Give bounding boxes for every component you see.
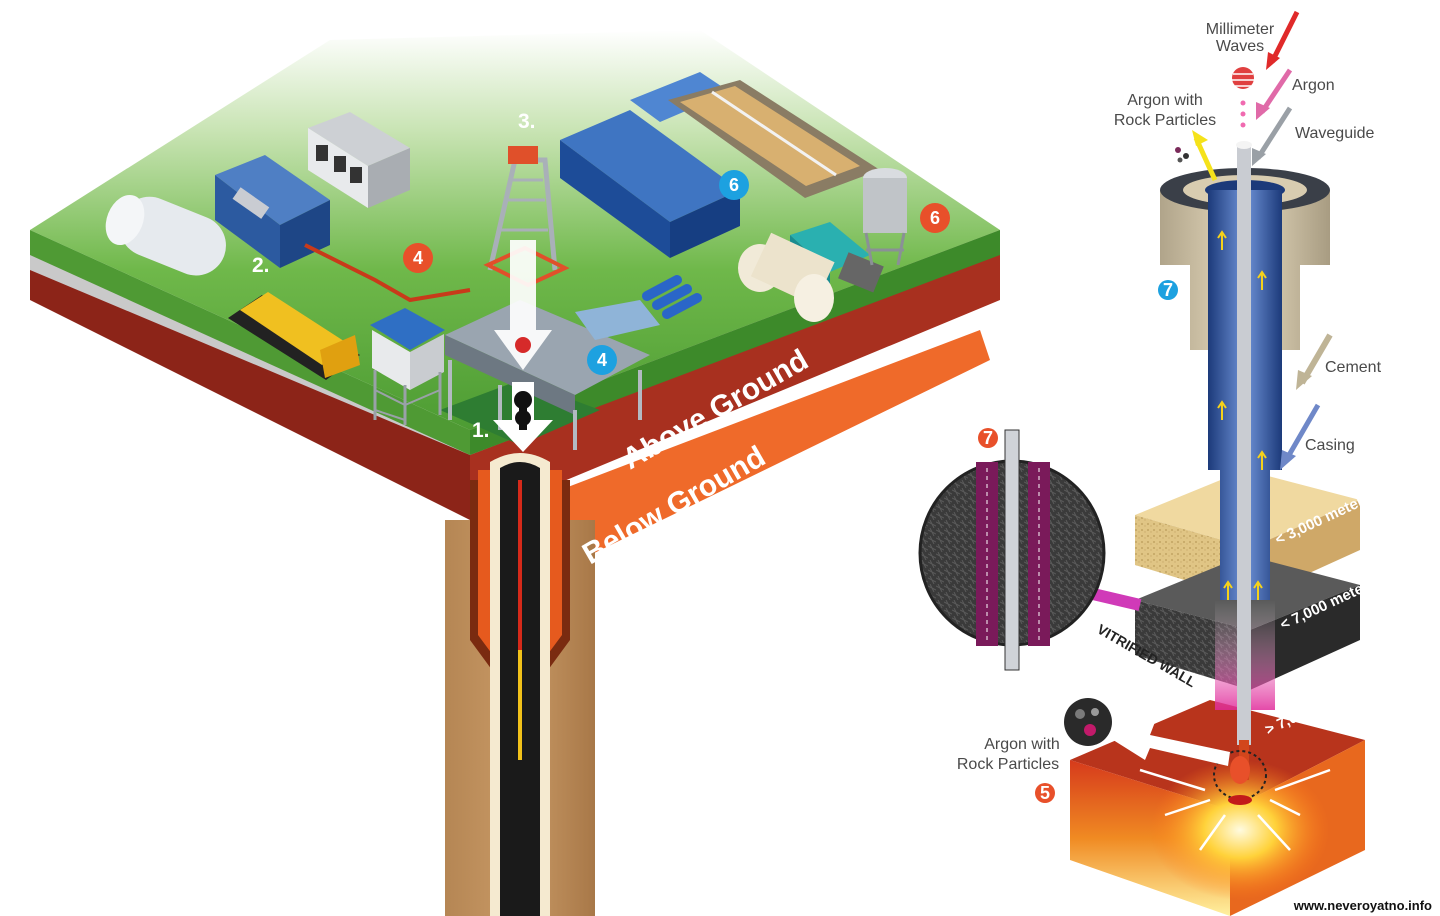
svg-text:7: 7 — [1163, 280, 1173, 300]
particle-flow-arrows — [1217, 230, 1267, 600]
grass-side-left — [30, 230, 470, 455]
drill-head — [1213, 750, 1267, 805]
millimeter-waves-label-2: Waves — [1216, 38, 1264, 55]
badge-6-orange: 6 — [920, 203, 950, 233]
well-shaft — [445, 453, 595, 916]
settling-ponds — [668, 80, 880, 198]
conveyor-ramp — [575, 300, 660, 340]
drilling-rig — [445, 146, 650, 452]
storage-tank — [105, 194, 226, 276]
badge-4-orange: 4 — [403, 243, 433, 273]
argon-rock-bottom-label-2: Rock Particles — [957, 756, 1059, 773]
argon-rock-top-label-2: Rock Particles — [1114, 112, 1216, 129]
argon-rock-top-label-1: Argon with — [1127, 92, 1203, 109]
svg-text:5: 5 — [1040, 783, 1050, 803]
pipe-stack — [641, 275, 703, 319]
argon-rock-bottom-label-1: Argon with — [984, 736, 1060, 753]
casing-label: Casing — [1305, 437, 1355, 454]
small-house — [370, 308, 445, 425]
badge-5-orange: 5 — [1035, 783, 1055, 803]
rock-particle-dots — [1175, 147, 1189, 163]
heat-arrows — [1139, 768, 1331, 851]
cement-label: Cement — [1325, 359, 1382, 376]
svg-text:7: 7 — [983, 428, 993, 448]
step-2-label: 2. — [252, 254, 270, 277]
power-container — [215, 155, 330, 268]
depth-block-magma — [1070, 700, 1365, 916]
control-building — [308, 112, 410, 208]
top-arrows — [1064, 10, 1333, 611]
svg-text:6: 6 — [729, 175, 739, 195]
step-1-label: 1. — [472, 419, 490, 442]
argon-label: Argon — [1292, 77, 1335, 94]
particle-exit-arrow — [1110, 722, 1230, 766]
particle-ball — [1064, 698, 1112, 746]
waveguide-label: Waveguide — [1295, 125, 1375, 142]
silo — [863, 168, 907, 266]
svg-text:4: 4 — [597, 350, 607, 370]
vitrified-wall-magnifier — [918, 429, 1106, 671]
badge-7-blue: 7 — [1158, 280, 1178, 300]
watermark: www.neveroyatno.info — [1293, 898, 1432, 913]
badge-6-blue: 6 — [719, 170, 749, 200]
argon-dots — [1240, 100, 1246, 128]
treatment-plant — [560, 72, 740, 258]
millimeter-wave-icon — [1232, 67, 1254, 89]
millimeter-waves-label: Millimeter — [1206, 21, 1275, 38]
svg-text:6: 6 — [930, 208, 940, 228]
orange-layer — [560, 330, 990, 560]
badge-7-orange: 7 — [978, 428, 998, 448]
waveguide-tube — [1237, 145, 1251, 745]
svg-text:4: 4 — [413, 248, 423, 268]
step-3-label: 3. — [518, 110, 536, 133]
soil-layer-left — [30, 250, 470, 520]
cream-tanks — [738, 232, 835, 322]
badge-4-blue: 4 — [587, 345, 617, 375]
generator — [228, 292, 360, 380]
fuel-line — [304, 243, 471, 303]
